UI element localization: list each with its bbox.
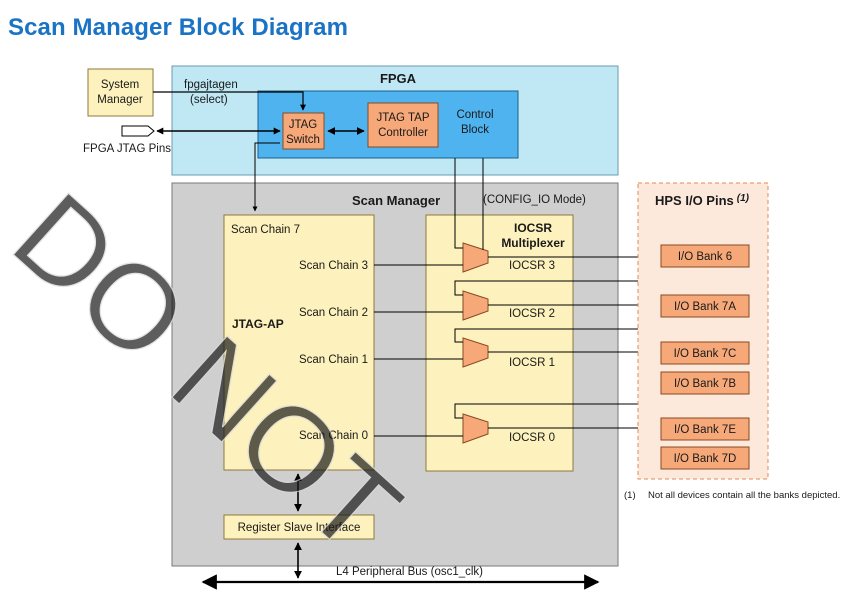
jtag-ap-label: JTAG-AP [232,317,284,331]
jtag-tap-controller [367,102,439,148]
l4-bus-label: L4 Peripheral Bus (osc1_clk) [336,566,483,578]
hps-io-pins-title: HPS I/O Pins(1) [655,193,750,208]
io-bank-7b [660,371,750,395]
io-bank-7a [660,294,750,318]
io-bank-7b-label: I/O Bank 7B [674,378,736,390]
fpgajtagen-select-label: (select) [190,94,228,106]
control-block-label-2: Block [461,124,489,136]
scan-chain-7-label: Scan Chain 7 [231,224,300,236]
iocsr-1-label: IOCSR 1 [509,357,555,369]
io-bank-7e [660,417,750,441]
jtag-switch [282,112,325,150]
footnote-marker: (1) [624,490,636,501]
iocsr-0-mux [462,413,489,444]
select-signal-line [153,91,306,111]
scan-chain-0-label: Scan Chain 0 [299,430,368,442]
io-bank-7e-label: I/O Bank 7E [674,424,736,436]
jtag-switch-label-2: Switch [286,134,320,146]
system-manager-label-2: Manager [97,94,143,106]
jtag-switch-label-1: JTAG [289,119,318,131]
iocsr-2-mux [462,290,489,321]
iocsr-title-1: IOCSR [514,221,552,235]
system-manager [87,68,154,117]
switch-to-scan-chain-line [252,142,280,212]
io-bank-7d [660,446,750,470]
io-bank-7d-label: I/O Bank 7D [674,453,737,465]
jtag-tap-label-2: Controller [378,127,428,139]
iocsr-2-label: IOCSR 2 [509,308,555,320]
jtag-tap-label-1: JTAG TAP [376,112,429,124]
fpgajtagen-label: fpgajtagen [184,79,238,91]
hps-io-pins-title-note: (1) [737,193,750,204]
io-bank-7c [660,341,750,365]
iocsr-0-label: IOCSR 0 [509,432,555,444]
scan-manager-title: Scan Manager [352,193,440,208]
control-to-mux-line [454,158,463,249]
io-bank-6 [660,244,750,268]
fpga-jtag-pins-label: FPGA JTAG Pins [83,143,171,155]
fpga-title: FPGA [380,71,417,86]
iocsr-3-mux [462,242,489,273]
system-manager-label-1: System [101,79,139,91]
config-io-mode-label: (CONFIG_IO Mode) [483,194,586,206]
io-bank-6-label: I/O Bank 6 [678,251,732,263]
io-bank-7c-label: I/O Bank 7C [674,348,737,360]
iocsr-1-mux [462,337,489,368]
iocsr-3-label: IOCSR 3 [509,260,555,272]
iocsr-title-2: Multiplexer [501,236,565,250]
jtag-ap-block [223,214,375,471]
register-slave-interface-label: Register Slave Interface [238,522,361,534]
control-block-label-1: Control [456,109,493,121]
footnote-text: Not all devices contain all the banks de… [648,490,840,501]
scan-chain-1-label: Scan Chain 1 [299,354,368,366]
fpga-jtag-pins-connector [121,125,155,137]
page-title: Scan Manager Block Diagram [8,14,349,41]
hps-io-pins-title-text: HPS I/O Pins [655,193,734,208]
scan-chain-2-label: Scan Chain 2 [299,307,368,319]
scan-chain-3-label: Scan Chain 3 [299,260,368,272]
register-slave-interface [223,514,375,540]
io-bank-7a-label: I/O Bank 7A [674,301,736,313]
